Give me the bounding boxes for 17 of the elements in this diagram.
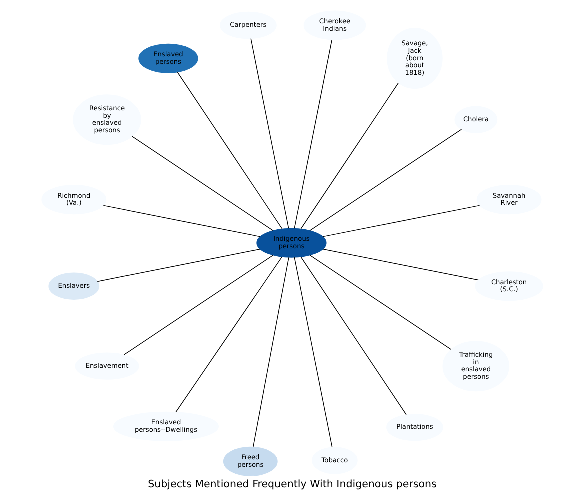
connector: [132, 136, 274, 232]
connector: [300, 82, 399, 230]
connector: [97, 248, 261, 282]
connector: [103, 205, 260, 238]
connector: [322, 249, 479, 281]
connector: [310, 255, 452, 350]
connector: [294, 40, 332, 229]
diagram-title: Subjects Mentioned Frequently With Indigenous persons: [148, 478, 437, 490]
connector: [176, 256, 282, 413]
connector: [310, 129, 462, 231]
connector: [250, 38, 290, 229]
connector: [300, 256, 407, 416]
connector: [294, 257, 333, 448]
connector: [124, 255, 274, 356]
connector: [253, 257, 290, 448]
connector: [322, 205, 480, 238]
connector: [177, 72, 283, 230]
